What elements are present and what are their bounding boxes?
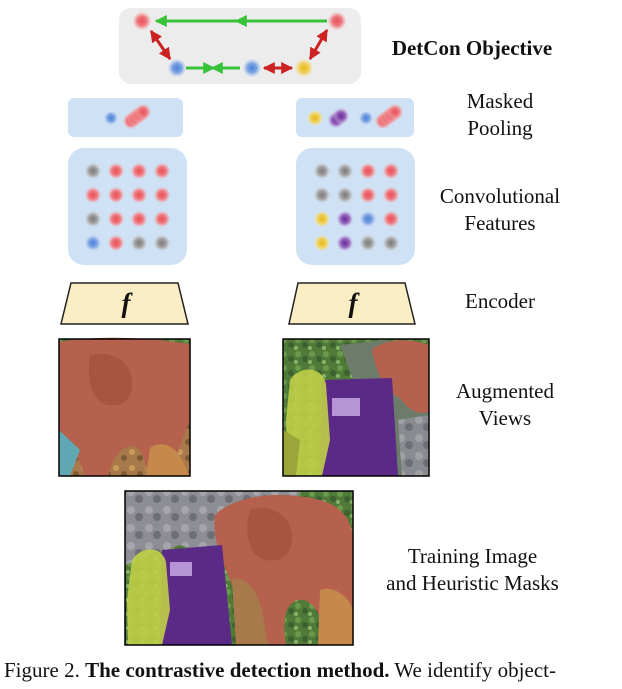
objective-node-red-right	[328, 12, 346, 30]
encoder-trapezoid-right	[288, 282, 416, 325]
feature-dot-red	[85, 187, 101, 203]
training-image	[124, 490, 354, 646]
feature-dot-blue	[360, 211, 376, 227]
feature-dot-gray	[154, 235, 170, 251]
objective-panel	[119, 8, 361, 84]
encoder-symbol-right: f	[348, 288, 358, 318]
label-augmented-views-line2: Views	[478, 406, 532, 430]
feature-dot-red	[360, 163, 376, 179]
feature-dot-red	[383, 163, 399, 179]
caption-suffix: We identify object-	[389, 658, 556, 682]
feature-dot-red	[154, 187, 170, 203]
feature-dot-red	[108, 163, 124, 179]
objective-node-blue-left	[168, 59, 186, 77]
pooled-purple-stack-right	[328, 108, 349, 128]
caption-title: The contrastive detection method.	[85, 658, 390, 682]
feature-dot-gray	[85, 163, 101, 179]
label-encoder-line1: Encoder	[465, 289, 535, 313]
feature-dot-purple	[337, 211, 353, 227]
label-training-image-line2: and Heuristic Masks	[386, 571, 559, 595]
feature-dot-gray	[383, 235, 399, 251]
feature-dot-gray	[314, 187, 330, 203]
augmented-view-left	[58, 337, 191, 477]
arrow-red-right	[308, 28, 329, 61]
objective-node-red-left	[133, 12, 151, 30]
pooled-red-stack-right	[375, 104, 403, 129]
label-convolutional-features-line2: Features	[464, 211, 536, 235]
label-training-image-line1: Training Image	[407, 544, 538, 568]
feature-dot-red	[131, 211, 147, 227]
feature-grid-right	[314, 163, 399, 251]
pooled-blue-right	[359, 111, 373, 125]
objective-label: DetCon Objective	[391, 36, 553, 60]
feature-dot-red	[131, 163, 147, 179]
caption-prefix: Figure 2.	[4, 658, 86, 682]
label-augmented-views: Augmented Views	[430, 378, 580, 432]
encoder-symbol-left: f	[121, 288, 131, 318]
label-training-image: Training Image and Heuristic Masks	[365, 543, 580, 597]
feature-dot-red	[108, 235, 124, 251]
feature-dot-red	[154, 163, 170, 179]
feature-dot-gray	[337, 163, 353, 179]
feature-dot-red	[383, 211, 399, 227]
objective-node-yellow	[295, 59, 313, 77]
label-convolutional-features: Convolutional Features	[420, 183, 580, 237]
feature-dot-gray	[314, 163, 330, 179]
feature-grid-left	[85, 163, 170, 251]
feature-dot-purple	[337, 235, 353, 251]
feature-dot-red	[383, 187, 399, 203]
encoder-trapezoid-left	[60, 282, 189, 325]
augmented-view-right	[282, 338, 430, 477]
label-convolutional-features-line1: Convolutional	[439, 184, 561, 208]
label-masked-pooling-line2: Pooling	[467, 116, 533, 140]
label-masked-pooling-line1: Masked	[466, 89, 534, 113]
feature-dot-blue	[85, 235, 101, 251]
arrow-red-left	[149, 30, 172, 60]
label-augmented-views-line1: Augmented	[456, 379, 554, 403]
feature-dot-red	[131, 187, 147, 203]
objective-node-blue-right	[243, 59, 261, 77]
feature-dot-gray	[360, 235, 376, 251]
feature-dot-gray	[131, 235, 147, 251]
feature-dot-red	[154, 211, 170, 227]
pooled-yellow-right	[307, 110, 323, 126]
figure-caption: Figure 2. The contrastive detection meth…	[4, 656, 556, 684]
pooled-red-stack-left	[123, 104, 151, 129]
feature-dot-red	[108, 211, 124, 227]
label-masked-pooling: Masked Pooling	[430, 88, 570, 142]
features-panel-left	[68, 148, 187, 265]
label-encoder: Encoder	[430, 288, 570, 315]
feature-dot-yellow	[314, 235, 330, 251]
feature-dot-gray	[337, 187, 353, 203]
feature-dot-red	[360, 187, 376, 203]
pooled-blue-left	[104, 111, 118, 125]
feature-dot-yellow	[314, 211, 330, 227]
feature-dot-red	[108, 187, 124, 203]
feature-dot-gray	[85, 211, 101, 227]
